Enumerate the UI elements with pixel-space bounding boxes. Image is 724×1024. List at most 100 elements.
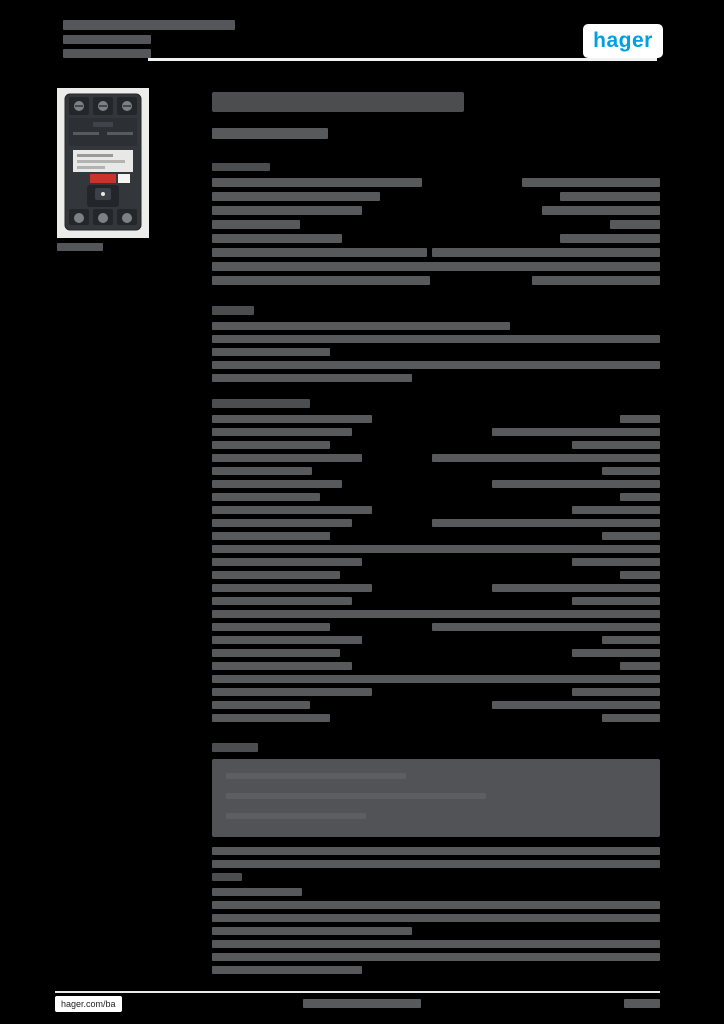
table-row (212, 701, 660, 709)
spec-row (212, 234, 660, 243)
redacted-value-bar (620, 571, 660, 579)
table-row (212, 467, 660, 475)
redacted-label-bar (212, 623, 330, 631)
redacted-label-bar (212, 441, 330, 449)
redacted-full-row-bar (212, 610, 660, 618)
redacted-section-heading-bar (212, 873, 242, 881)
redacted-label-bar (212, 276, 430, 285)
redacted-label-bar (212, 532, 330, 540)
redacted-value-bar (602, 714, 660, 722)
redacted-value-bar (620, 493, 660, 501)
table-row (212, 532, 660, 540)
table-row (212, 519, 660, 527)
table-row (212, 623, 660, 631)
redacted-figure (212, 759, 660, 837)
table-row (212, 441, 660, 449)
table-row (212, 558, 660, 566)
table-row (212, 428, 660, 436)
redacted-value-bar (432, 623, 660, 631)
redacted-value-bar (572, 688, 660, 696)
redacted-label-bar (212, 649, 340, 657)
table-row (212, 506, 660, 514)
spec-row (212, 220, 660, 229)
table-row (212, 454, 660, 462)
redacted-section-heading-bar (212, 163, 270, 171)
redacted-text-bar (212, 888, 302, 896)
redacted-figure-line (226, 793, 486, 799)
mccb-illustration (57, 88, 149, 238)
redacted-label-bar (212, 584, 372, 592)
redacted-text-bar (212, 914, 660, 922)
redacted-label-bar (212, 480, 342, 488)
redacted-value-bar (542, 206, 660, 215)
redacted-figure-line (226, 773, 406, 779)
spec-row (212, 248, 660, 257)
product-photo (57, 88, 149, 238)
table-row (212, 597, 660, 605)
main-content (212, 92, 660, 979)
redacted-label-bar (212, 454, 362, 462)
footer-divider (55, 991, 660, 993)
redacted-product-title-bar (212, 92, 464, 112)
redacted-value-bar (492, 428, 660, 436)
redacted-value-bar (560, 192, 660, 201)
table-row (212, 714, 660, 722)
redacted-value-bar (572, 506, 660, 514)
redacted-text-bar (212, 348, 330, 356)
redacted-label-bar (212, 571, 340, 579)
redacted-value-bar (492, 480, 660, 488)
redacted-value-bar (432, 248, 660, 257)
redacted-value-bar (572, 558, 660, 566)
table-row (212, 649, 660, 657)
hager-logo-text: hager (593, 29, 653, 52)
redacted-label-bar (212, 714, 330, 722)
table-row (212, 493, 660, 501)
redacted-full-row-bar (212, 675, 660, 683)
table-row (212, 415, 660, 423)
redacted-label-bar (212, 234, 342, 243)
redacted-text-bar (212, 335, 660, 343)
redacted-section-heading-bar (212, 306, 254, 315)
table-row (212, 571, 660, 579)
redacted-label-bar (212, 636, 362, 644)
redacted-label-bar (212, 220, 300, 229)
redacted-label-bar (212, 206, 362, 215)
redacted-section-heading-bar (212, 399, 310, 408)
redacted-label-bar (212, 428, 352, 436)
redacted-text-bar (212, 940, 660, 948)
redacted-value-bar (432, 454, 660, 462)
redacted-value-bar (602, 532, 660, 540)
redacted-doc-date-bar (63, 49, 151, 58)
redacted-label-bar (212, 506, 372, 514)
redacted-value-bar (620, 662, 660, 670)
footer-website-link[interactable]: hager.com/ba (55, 996, 122, 1012)
spec-row (212, 192, 660, 201)
table-row (212, 636, 660, 644)
redacted-value-bar (610, 220, 660, 229)
redacted-value-bar (492, 584, 660, 592)
redacted-value-bar (432, 519, 660, 527)
hager-logo: hager (583, 24, 663, 58)
spec-row (212, 178, 660, 187)
redacted-value-bar (620, 415, 660, 423)
redacted-photo-caption-bar (57, 243, 103, 251)
redacted-footer-page-bar (624, 999, 660, 1008)
redacted-label-bar (212, 519, 352, 527)
redacted-full-row-bar (212, 262, 660, 271)
redacted-value-bar (492, 701, 660, 709)
spec-row (212, 276, 660, 285)
redacted-value-bar (522, 178, 660, 187)
redacted-text-bar (212, 901, 660, 909)
redacted-subtitle-bar (212, 128, 328, 139)
redacted-label-bar (212, 467, 312, 475)
redacted-text-bar (212, 953, 660, 961)
redacted-value-bar (572, 649, 660, 657)
redacted-text-bar (212, 860, 660, 868)
redacted-doc-title-bar (63, 20, 235, 30)
spec-row (212, 206, 660, 215)
redacted-full-row-bar (212, 545, 660, 553)
redacted-value-bar (572, 441, 660, 449)
redacted-label-bar (212, 178, 422, 187)
redacted-value-bar (532, 276, 660, 285)
